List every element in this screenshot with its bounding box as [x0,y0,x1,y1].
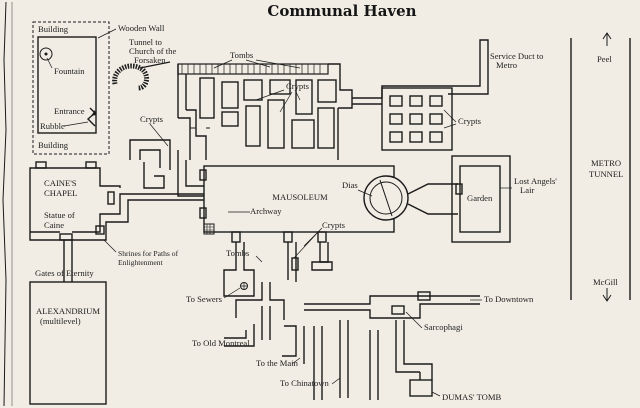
lower-crypts [223,242,333,297]
tunnel-label-3: Forsaken [134,55,166,65]
left-rough-edge [2,1,7,407]
mausoleum-hall [199,165,458,243]
rubble-icon [86,107,97,127]
chapel-label-1: CAINE'S [44,178,77,188]
rubble-label: Rubble [40,121,65,131]
building-top-label: Building [38,24,69,34]
statue-label-1: Statue of [44,210,75,220]
southern-tunnels [224,282,480,400]
garden-label: Garden [467,193,493,203]
fountain-label: Fountain [54,66,85,76]
peel-label: Peel [597,54,612,64]
building-bottom-label: Building [38,140,69,150]
metro-tunnel-label-2: TUNNEL [589,169,623,179]
mcgill-label: McGill [593,277,618,287]
to-chinatown-label: To Chinatown [280,378,330,388]
shrines-label-2: Enlightenment [118,258,164,267]
mausoleum-label: MAUSOLEUM [272,192,328,202]
lost-angels-label-2: Lair [520,185,534,195]
sarcophagi-label: Sarcophagi [424,322,463,332]
gates-label: Gates of Eternity [35,268,94,278]
entrance-label: Entrance [54,106,85,116]
tombs-complex [177,63,353,160]
caines-chapel [29,161,204,241]
metro-tunnel-label-1: METRO [591,158,621,168]
tunnel-spiral [112,61,171,91]
archway-label: Archway [250,206,282,216]
metro-tunnel [570,32,631,302]
fountain-icon [39,47,53,61]
shrines-label-1: Shrines for Paths of [118,249,179,258]
to-downtown-label: To Downtown [484,294,534,304]
chapel-label-2: CHAPEL [44,188,77,198]
crypts-left-label: Crypts [140,114,164,124]
alexandrium-label-2: (multilevel) [40,316,81,326]
crypts-lower-label: Crypts [322,220,346,230]
tombs-top-label: Tombs [230,50,254,60]
service-duct-label-2: Metro [496,60,517,70]
alexandrium-label-1: ALEXANDRIUM [36,306,100,316]
to-old-montreal-label: To Old Montreal [192,338,250,348]
alexandrium [29,240,107,405]
service-duct-label-1: Service Duct to [490,51,543,61]
building-fountain [32,21,110,155]
arrow-up-icon [602,32,612,46]
lost-angels-label-1: Lost Angels' [514,176,557,186]
garden [451,155,511,243]
tunnel-label-1: Tunnel to [129,37,162,47]
arrow-down-icon [602,288,612,302]
crypts-right-label: Crypts [458,116,482,126]
to-the-main-label: To the Main [256,358,299,368]
statue-label-2: Caine [44,220,64,230]
service-duct-crypts [352,39,489,151]
tunnel-label-2: Church of the [129,46,176,56]
crypts-left-block [129,139,204,197]
wooden-wall-label: Wooden Wall [118,23,165,33]
to-sewers-label: To Sewers [186,294,223,304]
crypts-upper-label: Crypts [286,81,310,91]
tombs-lower-label: Tombs [226,248,250,258]
dias-label: Dias [342,180,358,190]
map-title: Communal Haven [267,2,416,20]
dumas-tomb-label: DUMAS' TOMB [442,392,502,402]
